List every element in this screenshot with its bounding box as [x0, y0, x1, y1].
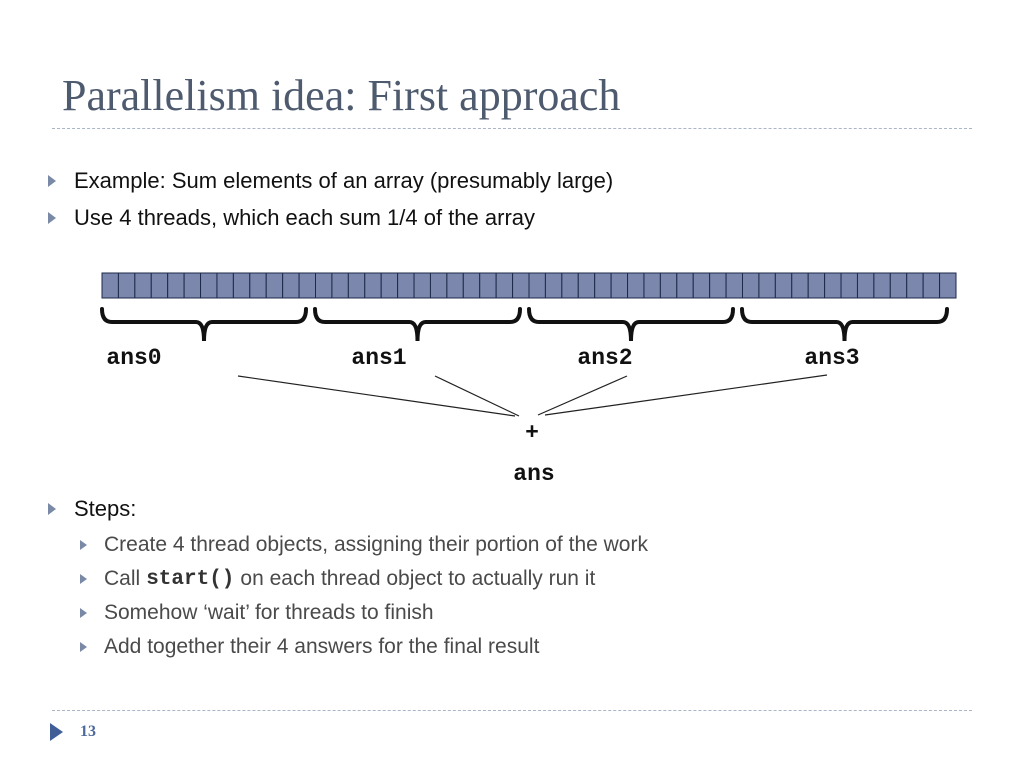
array-cell	[364, 272, 382, 299]
array-cell	[315, 272, 333, 299]
array-cell	[840, 272, 858, 299]
partial-label-ans1: ans1	[351, 345, 406, 371]
array-cell	[101, 272, 119, 299]
bullet-text: Steps:	[74, 496, 137, 521]
partial-label-ans3: ans3	[804, 345, 859, 371]
array-cell	[577, 272, 596, 299]
bullet-steps: Steps:	[48, 496, 136, 522]
array-cell	[528, 272, 546, 299]
triangle-bullet-icon	[48, 503, 56, 515]
quarter-brace-3	[740, 307, 949, 342]
bullet-text: Use 4 threads, which each sum 1/4 of the…	[74, 205, 536, 230]
array-cell	[479, 272, 497, 299]
quarter-braces	[100, 307, 949, 342]
array-cell	[610, 272, 629, 299]
footer-arrow-icon	[50, 723, 63, 741]
page-number: 13	[80, 723, 96, 740]
array-cell	[791, 272, 809, 299]
step-text: Somehow ‘wait’ for threads to finish	[104, 601, 434, 624]
array-cell	[939, 272, 957, 299]
plus-operator: +	[525, 420, 539, 446]
array-cell	[183, 272, 202, 299]
partial-label-ans2: ans2	[577, 345, 632, 371]
combine-line-1	[434, 375, 520, 417]
array-cell	[150, 272, 169, 299]
step-text: Add together their 4 answers for the fin…	[104, 635, 540, 658]
array-cell	[544, 272, 563, 299]
triangle-bullet-icon	[48, 175, 56, 187]
array-cell	[200, 272, 218, 299]
step-create-threads: Create 4 thread objects, assigning their…	[80, 533, 648, 557]
triangle-bullet-icon	[80, 608, 87, 618]
array-cell	[906, 272, 924, 299]
array-cell	[265, 272, 284, 299]
array-cell	[249, 272, 267, 299]
array-cell	[380, 272, 399, 299]
step-text: Create 4 thread objects, assigning their…	[104, 533, 648, 556]
bullet-example: Example: Sum elements of an array (presu…	[48, 168, 613, 194]
step-text-suffix: on each thread object to actually run it	[240, 567, 596, 590]
array-cell	[922, 272, 941, 299]
array-cell	[495, 272, 514, 299]
array-cell	[232, 272, 251, 299]
title-divider	[52, 128, 972, 129]
step-call-start: Call start() on each thread object to ac…	[80, 567, 595, 591]
array-cell	[594, 272, 612, 299]
array-cell	[347, 272, 366, 299]
combine-line-3	[544, 374, 828, 416]
array-cell	[824, 272, 842, 299]
array-cell	[282, 272, 300, 299]
array-cell	[134, 272, 152, 299]
bullet-text: Example: Sum elements of an array (presu…	[74, 168, 614, 193]
array-cell	[807, 272, 826, 299]
array-cell	[331, 272, 349, 299]
array-cells	[101, 272, 957, 299]
step-text-prefix: Call	[104, 567, 141, 590]
bullet-threads: Use 4 threads, which each sum 1/4 of the…	[48, 205, 535, 231]
triangle-bullet-icon	[48, 212, 56, 224]
combine-lines	[237, 374, 828, 417]
array-cell	[774, 272, 793, 299]
array-cell	[676, 272, 694, 299]
triangle-bullet-icon	[80, 642, 87, 652]
array-cell	[216, 272, 234, 299]
array-cell	[758, 272, 776, 299]
array-cell	[627, 272, 645, 299]
partial-label-ans0: ans0	[106, 345, 161, 371]
array-cell	[725, 272, 744, 299]
array-cell	[643, 272, 661, 299]
array-cell	[167, 272, 185, 299]
quarter-brace-1	[313, 307, 522, 342]
array-cell	[709, 272, 727, 299]
array-cell	[692, 272, 711, 299]
array-cell	[856, 272, 875, 299]
array-cell	[397, 272, 415, 299]
step-wait: Somehow ‘wait’ for threads to finish	[80, 601, 434, 625]
result-label-ans: ans	[513, 461, 554, 487]
array-cell	[889, 272, 908, 299]
array-cell	[462, 272, 481, 299]
triangle-bullet-icon	[80, 540, 87, 550]
array-cell	[873, 272, 891, 299]
footer-divider	[52, 710, 972, 711]
combine-line-2	[537, 375, 628, 416]
array-cell	[659, 272, 678, 299]
combine-line-0	[237, 375, 516, 417]
array-cell	[298, 272, 316, 299]
code-start-call: start()	[146, 567, 235, 591]
array-cell	[742, 272, 760, 299]
array-cell	[561, 272, 579, 299]
array-cell	[413, 272, 431, 299]
quarter-brace-0	[100, 307, 308, 342]
quarter-brace-2	[527, 307, 735, 342]
array-cell	[117, 272, 136, 299]
slide-title: Parallelism idea: First approach	[62, 71, 621, 120]
step-add-answers: Add together their 4 answers for the fin…	[80, 635, 539, 659]
array-cell	[446, 272, 464, 299]
triangle-bullet-icon	[80, 574, 87, 584]
array-cell	[512, 272, 530, 299]
array-cell	[429, 272, 448, 299]
array-sum-diagram: ans0 ans1 ans2 ans3 + ans	[100, 272, 957, 487]
